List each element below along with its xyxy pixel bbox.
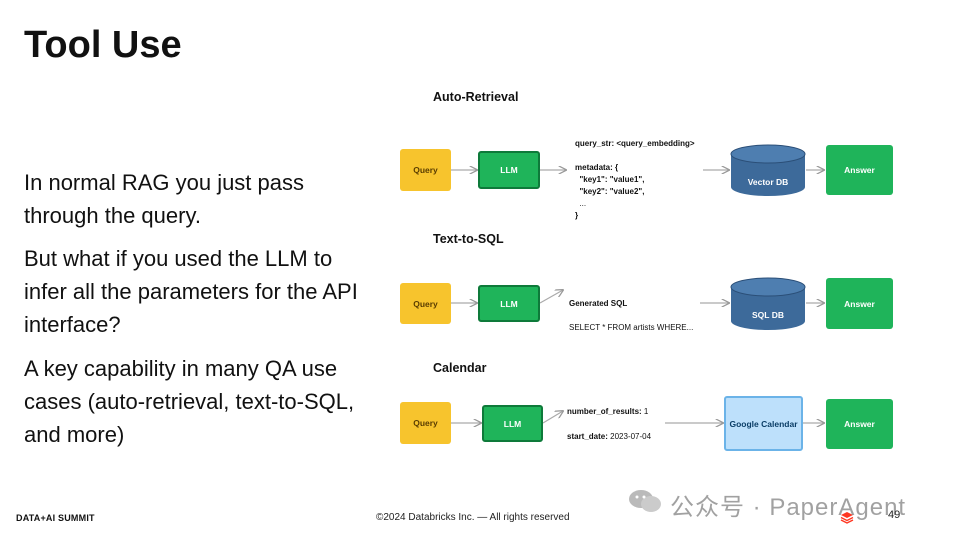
wechat-icon xyxy=(629,490,661,512)
arrow-llm-params-2 xyxy=(539,290,563,304)
code-line: metadata: { xyxy=(575,163,619,172)
code-line: Generated SQL xyxy=(569,299,628,308)
query-box-2: Query xyxy=(400,283,451,324)
vector-db-cylinder xyxy=(730,144,806,196)
calendar-param-1: number_of_results: 1 xyxy=(567,406,648,418)
llm-box-1: LLM xyxy=(478,151,540,189)
body-paragraph-2: But what if you used the LLM to infer al… xyxy=(24,246,358,337)
query-box-1: Query xyxy=(400,149,451,191)
param-key: number_of_results: xyxy=(567,407,642,416)
code-line: SELECT * FROM artists WHERE... xyxy=(569,323,694,332)
code-line: ... xyxy=(575,199,587,208)
calendar-param-2: start_date: 2023-07-04 xyxy=(567,431,651,443)
answer-box-3: Answer xyxy=(826,399,893,449)
google-calendar-box: Google Calendar xyxy=(724,396,803,451)
databricks-logo-icon xyxy=(840,512,854,524)
code-line: } xyxy=(575,211,579,220)
page-number: 49 xyxy=(888,509,901,521)
sql-db-cylinder xyxy=(730,277,806,330)
auto-retrieval-params: query_str: <query_embedding>metadata: { … xyxy=(575,126,695,234)
watermark-text: 公众号 · PaperAgent xyxy=(670,494,907,521)
llm-box-2: LLM xyxy=(478,285,540,322)
slide-title: Tool Use xyxy=(24,24,182,66)
section-title-text-to-sql: Text-to-SQL xyxy=(433,232,504,246)
section-title-auto-retrieval: Auto-Retrieval xyxy=(433,90,519,104)
param-value: 2023-07-04 xyxy=(610,432,652,441)
body-paragraph-3: A key capability in many QA use cases (a… xyxy=(24,356,355,447)
code-line: query_str: <query_embedding> xyxy=(575,139,695,148)
answer-box-1: Answer xyxy=(826,145,893,195)
answer-box-2: Answer xyxy=(826,278,893,329)
event-logo: DATA+AI SUMMIT xyxy=(16,513,95,523)
copyright-text: ©2024 Databricks Inc. — All rights reser… xyxy=(376,512,570,523)
param-value: 1 xyxy=(643,407,649,416)
vector-db-label: Vector DB xyxy=(747,177,789,187)
arrow-llm-params-3 xyxy=(542,411,563,424)
section-title-calendar: Calendar xyxy=(433,361,487,375)
sql-db-label: SQL DB xyxy=(752,310,784,320)
code-line xyxy=(575,150,695,162)
body-paragraph-1: In normal RAG you just pass through the … xyxy=(24,170,305,228)
code-line xyxy=(569,310,693,322)
query-box-3: Query xyxy=(400,402,451,444)
text-to-sql-params: Generated SQL SELECT * FROM artists WHERE… xyxy=(569,286,693,346)
code-line: "key2": "value2", xyxy=(575,187,645,196)
llm-box-3: LLM xyxy=(482,405,543,442)
code-line: "key1": "value1", xyxy=(575,175,645,184)
param-key: start_date: xyxy=(567,432,608,441)
